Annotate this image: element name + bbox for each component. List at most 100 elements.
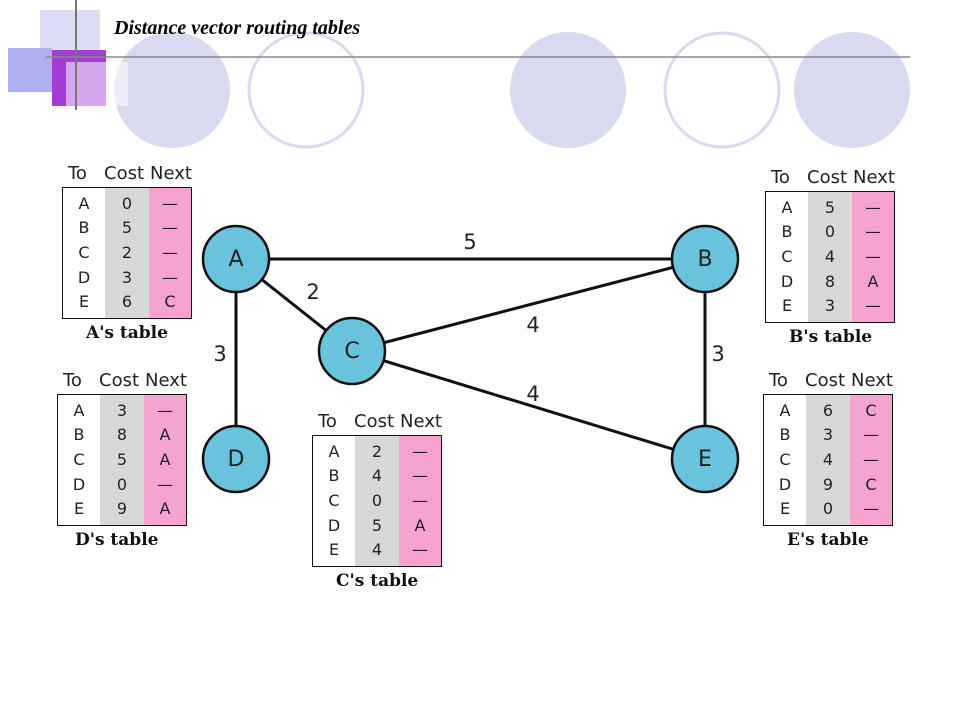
cell-next: —: [412, 490, 428, 510]
header-next: Next: [145, 370, 187, 391]
cell-to: D: [72, 474, 86, 494]
table-caption-b: B's table: [789, 327, 873, 347]
edge-cost-label: 2: [306, 280, 319, 304]
cell-cost: 0: [824, 222, 836, 242]
cell-next: —: [412, 441, 428, 461]
table-caption-d: D's table: [75, 530, 159, 550]
cell-cost: 5: [371, 515, 383, 535]
cell-next: —: [162, 267, 178, 287]
header-to: To: [63, 370, 82, 391]
table-caption-a: A's table: [86, 323, 168, 343]
header-next: Next: [851, 370, 893, 391]
cell-next: —: [865, 246, 881, 266]
header-next: Next: [150, 163, 192, 184]
column-next: — — — A —: [399, 436, 441, 566]
deco-square-blue: [8, 48, 52, 92]
header-to: To: [769, 370, 788, 391]
cell-next: —: [863, 499, 879, 519]
deco-circle-4: [663, 31, 781, 149]
cell-to: D: [780, 271, 794, 291]
table-caption-c: C's table: [336, 571, 419, 591]
cell-cost: 5: [121, 218, 133, 238]
header-next: Next: [853, 167, 895, 188]
cell-to: D: [327, 515, 341, 535]
cell-cost: 0: [116, 474, 128, 494]
cell-next: —: [162, 193, 178, 213]
cell-cost: 4: [824, 246, 836, 266]
cell-cost: 2: [121, 242, 133, 262]
cell-cost: 2: [371, 441, 383, 461]
cell-to: A: [73, 400, 85, 420]
node-d: [201, 424, 271, 494]
cell-cost: 4: [371, 540, 383, 560]
node-c: [317, 316, 387, 386]
cell-next: —: [865, 197, 881, 217]
node-b: [670, 224, 740, 294]
cell-to: E: [73, 499, 85, 519]
cell-to: D: [778, 474, 792, 494]
header-to: To: [318, 411, 337, 432]
cell-to: A: [779, 400, 791, 420]
slide-title: Distance vector routing tables: [114, 17, 361, 39]
cell-next: C: [865, 474, 877, 494]
cell-next: —: [863, 425, 879, 445]
cell-next: —: [162, 218, 178, 238]
cell-cost: 4: [822, 449, 834, 469]
deco-circle-5: [794, 32, 910, 148]
cell-next: A: [159, 449, 171, 469]
edge-c-b: [351, 257, 706, 353]
cell-next: A: [867, 271, 879, 291]
cell-to: A: [328, 441, 340, 461]
cell-to: C: [328, 490, 340, 510]
header-cost: Cost: [354, 411, 395, 432]
cell-cost: 4: [371, 466, 383, 486]
node-label: A: [228, 247, 243, 272]
header-cost: Cost: [99, 370, 140, 391]
cell-to: B: [328, 466, 340, 486]
header-cost: Cost: [807, 167, 848, 188]
cell-next: —: [412, 466, 428, 486]
edge-cost-label: 3: [711, 342, 724, 366]
column-next: C——C—: [850, 395, 892, 525]
cell-cost: 0: [121, 193, 133, 213]
edge-cost-label: 3: [213, 342, 226, 366]
cell-to: B: [781, 222, 793, 242]
table-caption-e: E's table: [787, 530, 869, 550]
cell-to: B: [78, 218, 90, 238]
cell-next: —: [865, 296, 881, 316]
header-cost: Cost: [104, 163, 145, 184]
cell-to: A: [78, 193, 90, 213]
node-a: [201, 224, 271, 294]
cell-cost: 3: [121, 267, 133, 287]
cell-next: —: [412, 540, 428, 560]
node-label: C: [344, 339, 359, 364]
edge-cost-label: 4: [526, 382, 539, 406]
column-next: ———A—: [852, 192, 894, 322]
cell-cost: 0: [822, 499, 834, 519]
node-label: B: [697, 247, 712, 272]
edge-cost-label: 5: [463, 230, 476, 254]
cell-to: E: [781, 296, 793, 316]
cell-next: A: [159, 499, 171, 519]
cell-to: C: [73, 449, 85, 469]
cell-next: A: [414, 515, 426, 535]
header-next: Next: [400, 411, 442, 432]
edge-c-e: [351, 349, 706, 461]
cell-cost: 5: [116, 449, 128, 469]
